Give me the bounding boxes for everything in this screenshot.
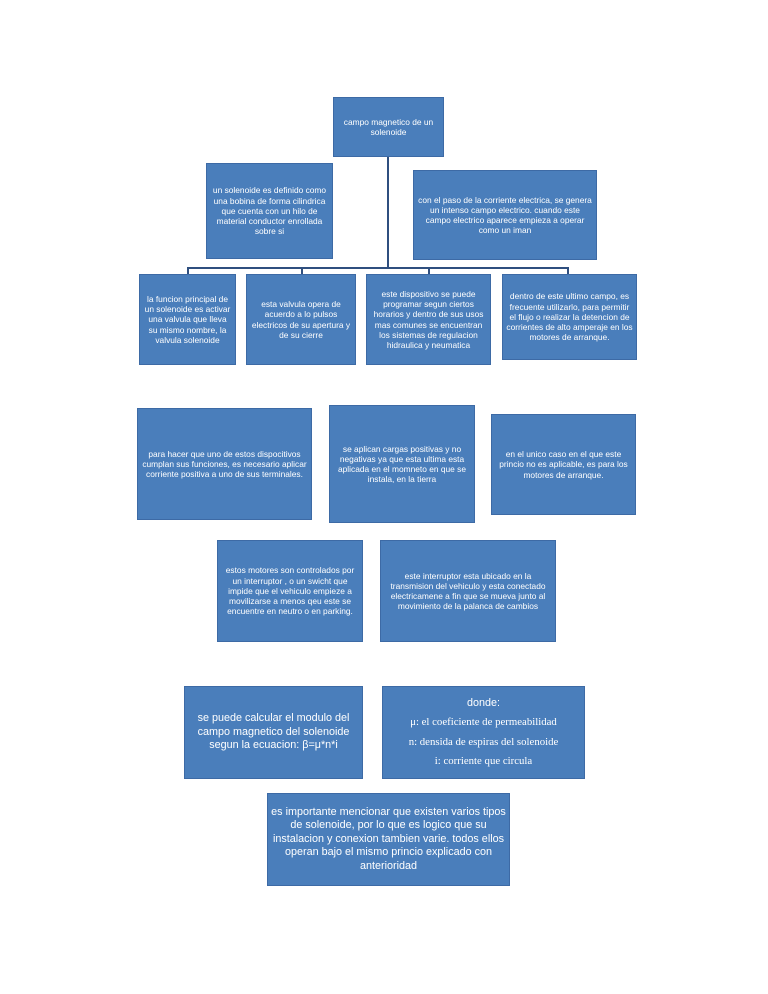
row2-node-3: en el unico caso en el que este princio … [491, 414, 636, 515]
donde-mu: μ: el coeficiente de permeabilidad [410, 716, 557, 729]
row1-node-4: dentro de este ultimo campo, es frecuent… [502, 274, 637, 360]
right-branch-text: con el paso de la corriente electrica, s… [418, 194, 592, 236]
row1-node-3-text: este dispositivo se puede programar segu… [373, 288, 484, 350]
connector-drop-1 [187, 267, 189, 274]
left-branch-node: un solenoide es definido como una bobina… [206, 163, 333, 259]
row1-node-1: la funcion principal de un solenoide es … [139, 274, 236, 365]
donde-i: i: corriente que circula [434, 754, 533, 767]
formula-node: se puede calcular el modulo del campo ma… [184, 686, 363, 779]
row3-node-2-text: este interruptor esta ubicado en la tran… [390, 570, 546, 612]
formula-text: se puede calcular el modulo del campo ma… [197, 712, 350, 752]
row3-node-1-text: estos motores son controlados por un int… [225, 565, 355, 617]
row2-node-1-text: para hacer que uno de estos dispocitivos… [142, 448, 307, 480]
row3-node-1: estos motores son controlados por un int… [217, 540, 363, 642]
row2-node-1: para hacer que uno de estos dispocitivos… [137, 408, 312, 520]
row2-node-2-text: se aplican cargas positivas y no negativ… [337, 443, 467, 485]
donde-node: donde: μ: el coeficiente de permeabilida… [382, 686, 585, 779]
row2-node-3-text: en el unico caso en el que este princio … [499, 449, 628, 480]
donde-title: donde: [466, 696, 501, 709]
connector-root-vertical [387, 157, 389, 268]
left-branch-text: un solenoide es definido como una bobina… [212, 185, 327, 237]
connector-drop-4 [567, 267, 569, 274]
row1-node-4-text: dentro de este ultimo campo, es frecuent… [506, 291, 633, 343]
connector-drop-2 [301, 267, 303, 274]
row1-node-3: este dispositivo se puede programar segu… [366, 274, 491, 365]
donde-n: n: densida de espiras del solenoide [408, 735, 559, 748]
right-branch-node: con el paso de la corriente electrica, s… [413, 170, 597, 260]
conclusion-node: es importante mencionar que existen vari… [267, 793, 510, 886]
root-node-text: campo magnetico de un solenoide [343, 116, 434, 137]
connector-drop-3 [428, 267, 430, 274]
conclusion-text: es importante mencionar que existen vari… [271, 805, 506, 872]
row1-node-2-text: esta valvula opera de acuerdo a lo pulso… [251, 299, 351, 340]
row1-node-1-text: la funcion principal de un solenoide es … [144, 293, 231, 345]
connector-horizontal-bus [187, 267, 569, 269]
row1-node-2: esta valvula opera de acuerdo a lo pulso… [246, 274, 356, 365]
root-node: campo magnetico de un solenoide [333, 97, 444, 157]
row3-node-2: este interruptor esta ubicado en la tran… [380, 540, 556, 642]
row2-node-2: se aplican cargas positivas y no negativ… [329, 405, 475, 523]
